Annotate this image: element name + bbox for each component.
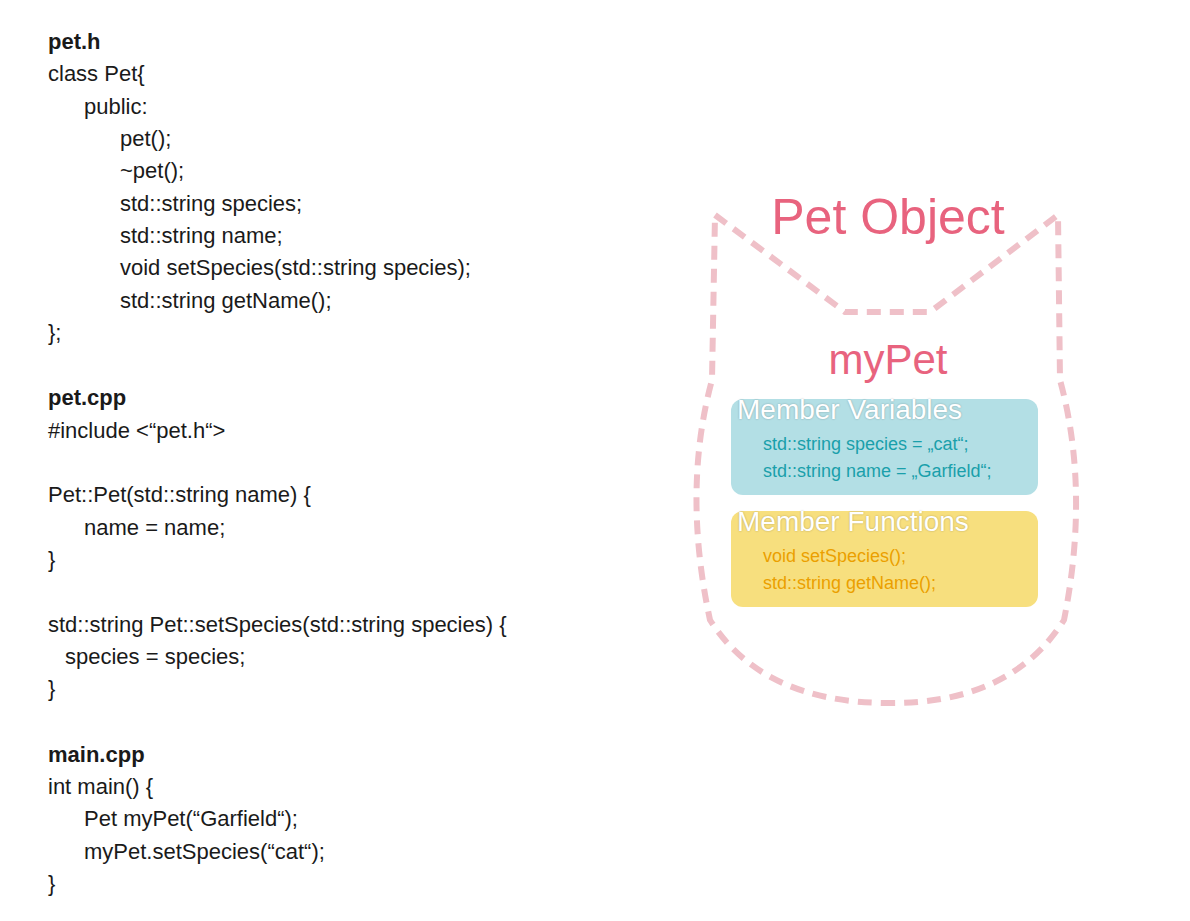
file-name: pet.cpp (48, 382, 126, 414)
code-line: class Pet{ (48, 58, 145, 90)
code-line: #include <“pet.h“> (48, 415, 225, 447)
member-line: void setSpecies(); (737, 543, 906, 570)
file-name: main.cpp (48, 739, 145, 771)
member-functions-box: Member Functionsvoid setSpecies();std::s… (731, 511, 1038, 607)
code-line: } (48, 544, 55, 576)
object-title: Pet Object (688, 190, 1088, 244)
member-line: std::string species = „cat“; (737, 431, 969, 458)
code-line: species = species; (65, 641, 245, 673)
dashed-outline (696, 215, 1076, 703)
box-heading: Member Functions (737, 507, 969, 537)
code-line: name = name; (84, 512, 225, 544)
code-line: }; (48, 317, 61, 349)
code-line: myPet.setSpecies(“cat“); (84, 836, 325, 868)
code-line: std::string name; (120, 220, 283, 252)
box-heading: Member Variables (737, 395, 962, 425)
code-line: } (48, 673, 55, 705)
code-line: int main() { (48, 771, 153, 803)
member-line: std::string getName(); (737, 570, 936, 597)
member-variables-box: Member Variablesstd::string species = „c… (731, 399, 1038, 495)
code-line: ~pet(); (120, 155, 184, 187)
code-line: std::string species; (120, 188, 302, 220)
code-line: pet(); (120, 123, 171, 155)
code-line: public: (84, 91, 148, 123)
code-line: } (48, 868, 55, 900)
file-name: pet.h (48, 26, 101, 58)
code-line: std::string getName(); (120, 285, 332, 317)
object-name: myPet (688, 335, 1088, 385)
code-line: Pet::Pet(std::string name) { (48, 479, 311, 511)
object-outline: Pet ObjectmyPetMember Variablesstd::stri… (688, 190, 1088, 710)
code-line: void setSpecies(std::string species); (120, 252, 471, 284)
member-line: std::string name = „Garfield“; (737, 458, 992, 485)
code-line: std::string Pet::setSpecies(std::string … (48, 609, 507, 641)
code-line: Pet myPet(“Garfield“); (84, 803, 298, 835)
